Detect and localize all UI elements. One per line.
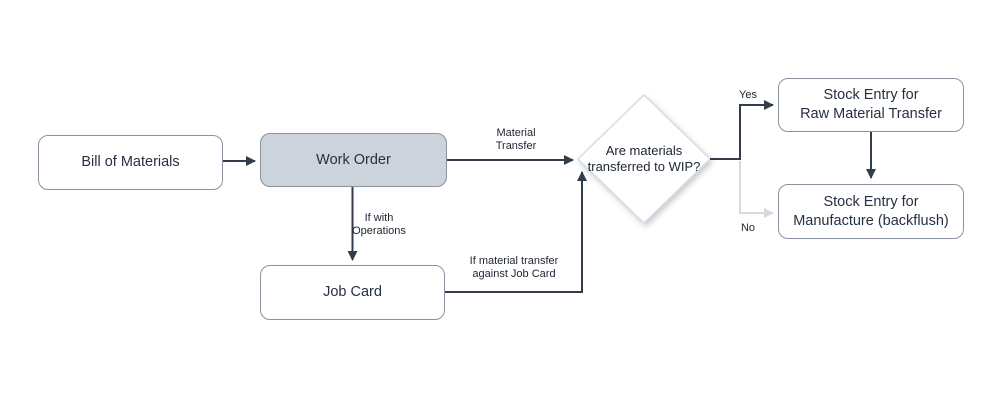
decision-diamond (576, 93, 712, 225)
node-bill-of-materials-label: Bill of Materials (81, 154, 180, 170)
node-job-card: Job Card (260, 265, 445, 320)
node-stock-entry-raw-material: Stock Entry for Raw Material Transfer (778, 78, 964, 132)
edge-label-if-material-transfer-job-card: If material transfer against Job Card (469, 255, 559, 280)
edge-label-no: No (740, 222, 756, 234)
decision-diamond-label: Are materials transferred to WIP? (577, 143, 711, 175)
edge-decision-yes-to-raw-transfer (710, 100, 774, 160)
node-stock-entry-manufacture: Stock Entry for Manufacture (backflush) (778, 184, 964, 239)
edge-label-yes: Yes (739, 89, 757, 101)
edge-label-if-with-operations: If with Operations (352, 212, 406, 237)
node-stock-entry-raw-line2: Raw Material Transfer (800, 106, 942, 122)
decision-label-line1: Are materials (605, 143, 683, 158)
node-work-order: Work Order (260, 133, 447, 187)
edge-label-material-transfer: Material Transfer (495, 127, 537, 152)
decision-label-line2: transferred to WIP? (587, 159, 701, 174)
node-stock-entry-raw-line1: Stock Entry for (823, 87, 919, 103)
node-bill-of-materials: Bill of Materials (38, 135, 223, 190)
node-stock-entry-mfg-line2: Manufacture (backflush) (793, 212, 949, 229)
node-stock-entry-mfg-line1: Stock Entry for (823, 193, 919, 210)
edge-decision-no-to-manufacture (739, 161, 774, 218)
node-work-order-label: Work Order (316, 151, 391, 168)
edge-job-card-to-decision (445, 171, 587, 293)
node-job-card-label: Job Card (323, 284, 382, 300)
